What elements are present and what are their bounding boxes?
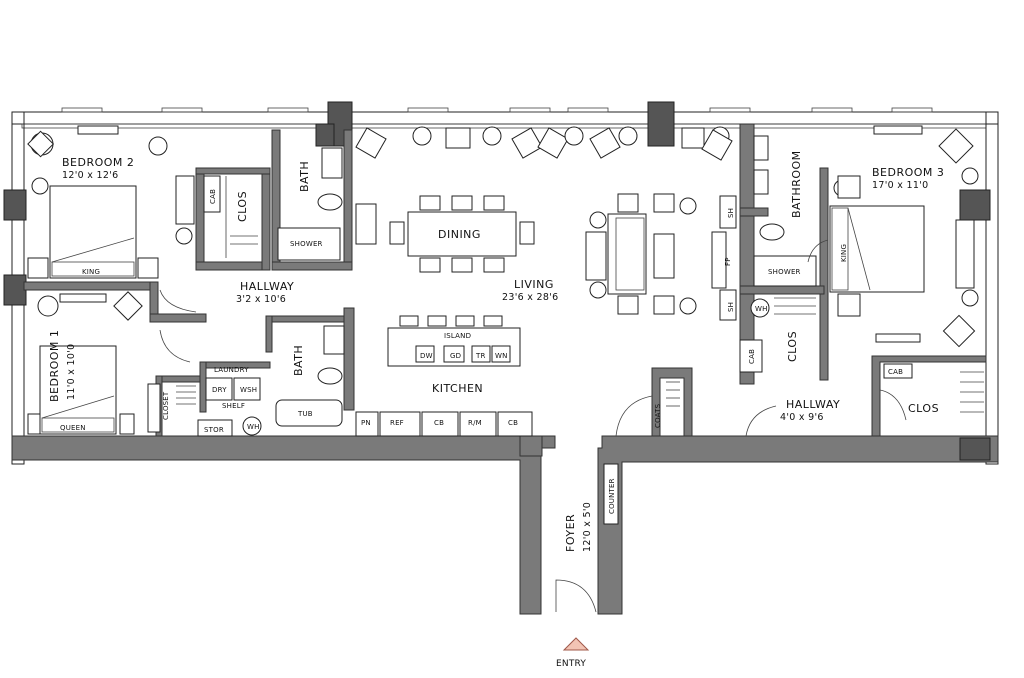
cab-right-label: CAB: [748, 349, 756, 364]
bottom-right-wall: [597, 435, 999, 615]
bottom-left-wall: [11, 435, 556, 615]
shelf-label: SHELF: [222, 402, 245, 410]
interior-walls: [23, 129, 987, 457]
bedroom-3-bed-label: KING: [840, 244, 848, 262]
bathroom-label: BATHROOM: [790, 150, 803, 218]
pantry-label: PN: [361, 419, 371, 427]
dining-table: [407, 211, 517, 257]
shelf-top-label: SH: [727, 208, 735, 218]
foyer: COUNTER FOYER 12'0 x 5'0 ENTRY: [555, 463, 619, 669]
entry-marker: [562, 637, 590, 651]
wine-label: WN: [495, 352, 508, 360]
bedroom-1-name: BEDROOM 1: [48, 330, 61, 402]
bedroom-2-closet: CAB CLOS: [203, 175, 258, 258]
top-wall: [11, 111, 999, 125]
bathroom-right: BATHROOM SHOWER SH SH WH CAB CLOS: [719, 135, 817, 373]
bedroom-2-bed-label: KING: [82, 268, 100, 276]
cab-b3-label: CAB: [888, 368, 903, 376]
bedroom-2: BEDROOM 2 12'0 x 12'6 KING: [27, 125, 195, 279]
living-label: LIVING: [514, 278, 554, 291]
trash-label: TR: [475, 352, 486, 360]
bedroom-3-closet: CAB CLOS: [879, 363, 984, 421]
shelf-bottom-label: SH: [727, 302, 735, 312]
exterior-walls: [3, 101, 999, 615]
bedroom-3-name: BEDROOM 3: [872, 166, 944, 179]
disposal-label: GD: [450, 352, 461, 360]
queen-bed: [39, 345, 117, 435]
shower-right-label: SHOWER: [768, 268, 801, 276]
island-label: ISLAND: [444, 332, 471, 340]
living-dim: 23'6 x 28'6: [502, 292, 558, 303]
cabinet-label-1: CB: [434, 419, 444, 427]
dishwasher-label: DW: [420, 352, 433, 360]
dryer-label: DRY: [212, 386, 227, 394]
dining-area: DINING: [355, 126, 584, 273]
cabinet-label-2: CB: [508, 419, 518, 427]
bedroom-2-dim: 12'0 x 12'6: [62, 170, 118, 181]
bedroom-1-bed-label: QUEEN: [60, 424, 86, 432]
bedroom-1-dim: 11'0 x 10'0: [66, 344, 77, 400]
hallway-left-name: HALLWAY: [240, 280, 294, 293]
coats-hallway: COATS HALLWAY 4'0 x 9'6: [615, 381, 840, 437]
water-heater-right-label: WH: [755, 305, 768, 313]
closet-label: CLOS: [236, 191, 249, 222]
dining-label: DINING: [438, 228, 481, 241]
fireplace-label: FP: [724, 257, 732, 266]
cab-label: CAB: [209, 189, 217, 204]
column: [647, 101, 675, 147]
kitchen-area: ISLAND DW GD TR WN KITCHEN PN REF CB R/M…: [355, 315, 533, 437]
storage-label: STOR: [204, 426, 224, 434]
hallway-left: HALLWAY 3'2 x 10'6: [159, 280, 294, 313]
kitchen-label: KITCHEN: [432, 382, 483, 395]
closet-right-label: CLOS: [786, 331, 799, 362]
bedroom-1: BEDROOM 1 11'0 x 10'0 QUEEN: [27, 291, 191, 435]
entry-label: ENTRY: [556, 659, 586, 669]
bath-upper: BATH SHOWER: [277, 147, 343, 261]
hallway-right-dim: 4'0 x 9'6: [780, 412, 824, 423]
bath-lower: BATH TUB: [275, 325, 345, 427]
sofa: [607, 213, 647, 295]
water-heater-label: WH: [247, 423, 260, 431]
living-area: FP LIVING 23'6 x 28'6: [502, 126, 733, 315]
foyer-dim: 12'0 x 5'0: [582, 502, 593, 552]
fridge-label: REF: [390, 419, 404, 427]
right-wall: [985, 111, 999, 465]
shower-label: SHOWER: [290, 240, 323, 248]
hallway-left-dim: 3'2 x 10'6: [236, 294, 286, 305]
closet-b1-label: CLOSET: [162, 391, 170, 420]
counter-label: COUNTER: [608, 478, 616, 514]
laundry-label: LAUNDRY: [214, 366, 249, 374]
king-bed-b3: [829, 205, 925, 293]
bedroom-2-name: BEDROOM 2: [62, 156, 134, 169]
closet-b3-label: CLOS: [908, 402, 939, 415]
range-label: R/M: [468, 419, 482, 427]
partition-wall: [739, 123, 755, 385]
bedroom-3: BEDROOM 3 17'0 x 11'0 KING: [807, 125, 979, 348]
king-bed: [49, 185, 137, 279]
coats-label: COATS: [654, 403, 662, 428]
tub-label: TUB: [297, 410, 313, 418]
foyer-label: FOYER: [564, 514, 577, 552]
hallway-right-name: HALLWAY: [786, 398, 840, 411]
bath-lower-label: BATH: [292, 345, 305, 376]
washer-label: WSH: [240, 386, 257, 394]
bath-upper-label: BATH: [298, 161, 311, 192]
bedroom-3-dim: 17'0 x 11'0: [872, 180, 928, 191]
laundry-area: CLOSET DRY WSH LAUNDRY SHELF STOR WH: [147, 366, 262, 437]
